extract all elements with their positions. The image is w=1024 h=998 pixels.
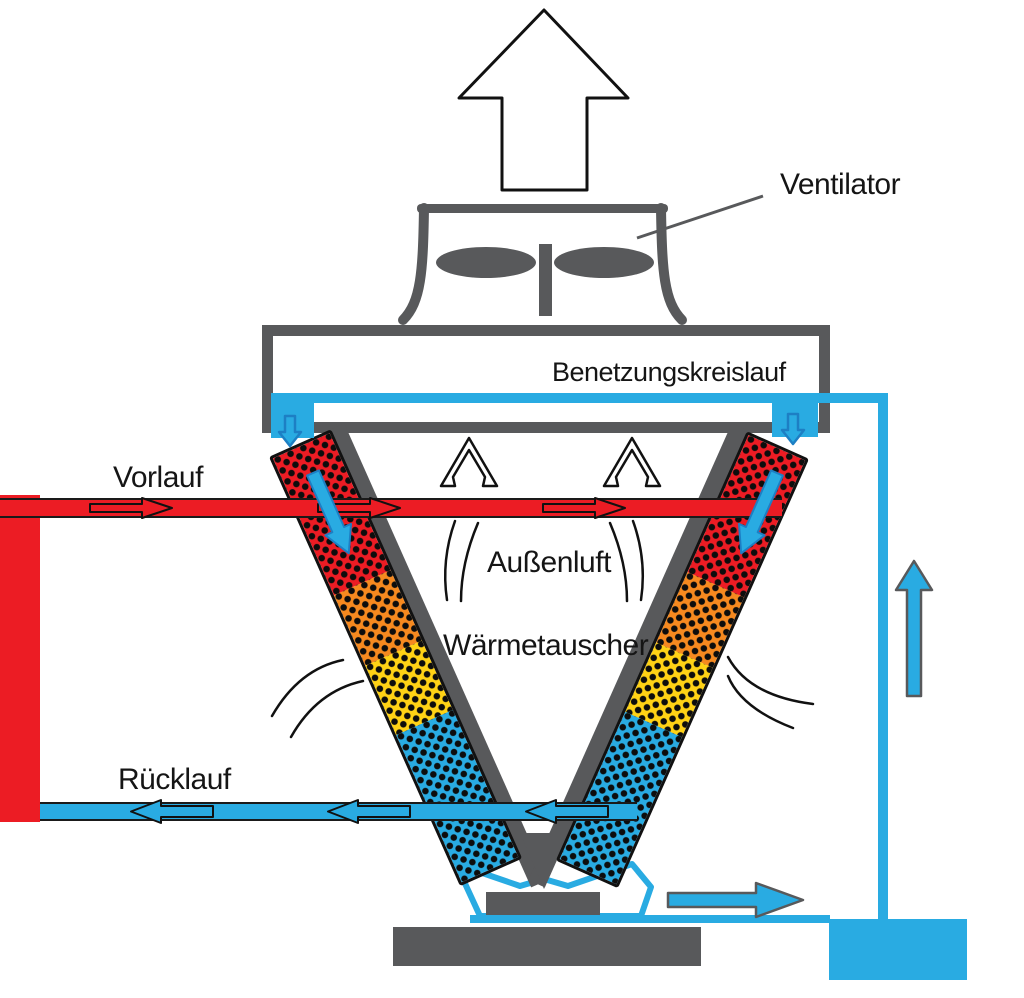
air-up-chevron-icons: [439, 436, 662, 488]
spray-nozzle-right: [772, 396, 818, 437]
fan-blade-left: [436, 247, 536, 278]
vorlauf-header-bar: [0, 495, 40, 822]
ventilator-label: Ventilator: [780, 168, 901, 201]
spray-header-pipe: [271, 393, 888, 403]
cooler-casing: [262, 325, 830, 433]
ruecklauf-label: Rücklauf: [118, 763, 231, 796]
basin-water-block: [486, 892, 600, 916]
vorlauf-label: Vorlauf: [113, 461, 203, 494]
pump-box: [829, 919, 967, 980]
ground-base: [393, 927, 701, 966]
fan-blade-right: [554, 247, 654, 278]
fan-housing-right-wall: [656, 203, 687, 325]
waermetauscher-label: Wärmetauscher: [443, 629, 649, 662]
ruecklauf-pipe: [40, 802, 637, 821]
fan-housing-left-wall: [398, 203, 429, 325]
aussenluft-label: Außenluft: [487, 546, 611, 579]
vorlauf-pipe: [0, 498, 782, 518]
riser-up-arrow-icon: [894, 559, 934, 698]
benetzungskreislauf-label: Benetzungskreislauf: [552, 357, 786, 387]
wetting-circuit-riser: [878, 393, 888, 923]
fan-housing-top: [417, 204, 668, 213]
fan-shaft: [539, 244, 552, 316]
ventilator-leader-line: [636, 194, 764, 240]
basin-outlet-pipe: [470, 915, 830, 923]
basin-out-arrow-icon: [666, 881, 805, 919]
spray-nozzle-left: [271, 393, 314, 438]
exhaust-air-arrow-icon: [457, 8, 630, 192]
